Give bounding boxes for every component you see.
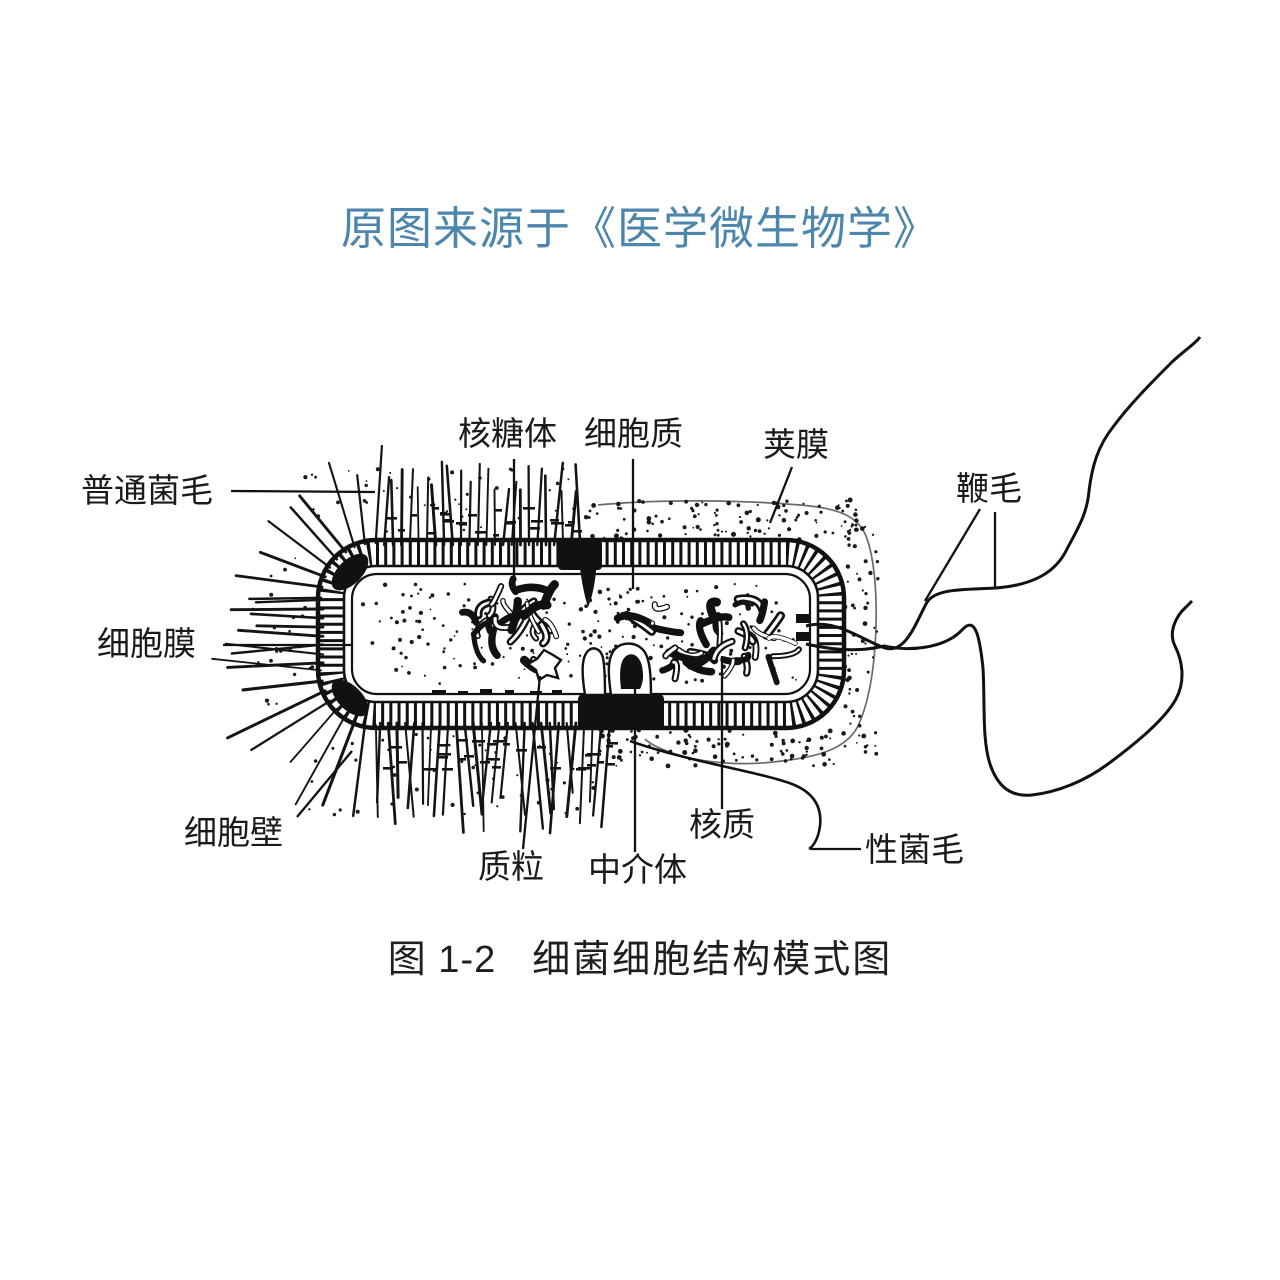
page-title: 原图来源于《医学微生物学》 [340, 203, 939, 254]
wall-invagination-notch [578, 548, 597, 607]
pointer-lines [223, 459, 997, 852]
pili-lines [211, 444, 612, 835]
label-sex-pili: 性菌毛 [865, 831, 964, 868]
pointer-plasmid [521, 675, 542, 850]
label-cell-wall: 细胞壁 [184, 814, 283, 851]
sex-pilus-line [629, 739, 822, 851]
flagellum-base-mark-1 [796, 614, 809, 623]
pointer-cell-wall [296, 750, 353, 818]
wall-dark-patch-bottom [578, 694, 664, 730]
pointer-flagellum-a [924, 508, 981, 602]
label-ribosome: 核糖体 [458, 415, 557, 452]
nucleoid-mass-right [613, 594, 802, 686]
figure-number: 图 1-2 [387, 939, 497, 981]
corner-tuft-bottom-left [331, 679, 369, 717]
label-cytoplasm: 细胞质 [584, 415, 683, 452]
plasmid-shape [525, 648, 563, 682]
capsule-outline [597, 500, 878, 765]
flagellum-strand-lower [805, 599, 1194, 797]
inner-membrane-specks [432, 689, 562, 695]
label-plasmid: 质粒 [478, 848, 544, 885]
label-flagellum: 鞭毛 [956, 470, 1022, 507]
label-capsule: 荚膜 [763, 426, 829, 463]
label-cell-membrane: 细胞膜 [97, 625, 196, 662]
figure-caption-text: 细菌细胞结构模式图 [532, 939, 893, 981]
flagellum-base-mark-2 [796, 632, 809, 641]
corner-tuft-top-left [331, 553, 369, 591]
label-common-pili: 普通菌毛 [81, 472, 213, 509]
label-nucleoid: 核质 [689, 806, 755, 843]
pili-texture-dashes [383, 507, 618, 771]
figure-caption: 图 1-2 细菌细胞结构模式图 [0, 928, 1280, 983]
pointer-common-pili [230, 489, 376, 494]
label-mesosome: 中介体 [588, 851, 687, 888]
pointer-capsule [768, 466, 794, 524]
mesosome-shape [581, 642, 653, 697]
